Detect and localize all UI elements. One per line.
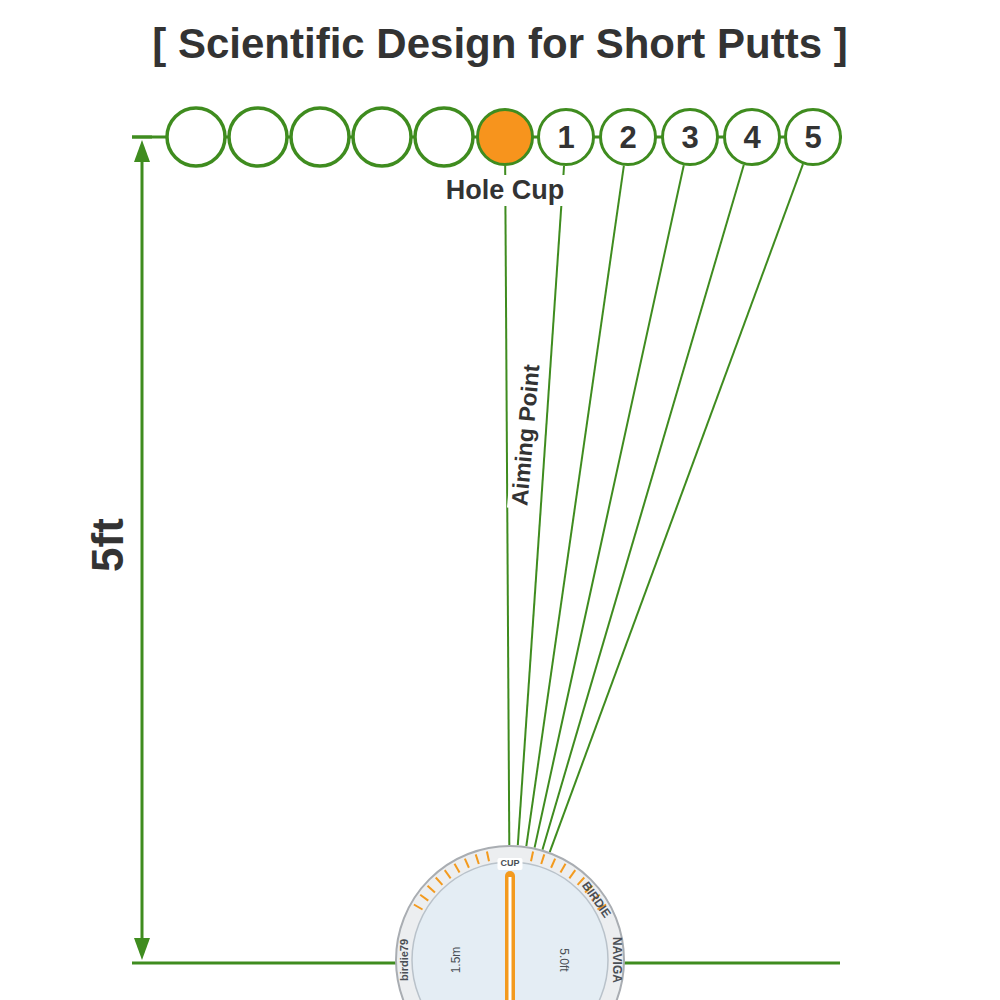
empty-ball-circle: [415, 108, 473, 166]
device-needle-stripe: [509, 877, 512, 1000]
cup-marker-text: CUP: [497, 858, 522, 870]
device-tick: [569, 870, 575, 878]
callout-number: 5: [804, 122, 821, 153]
device-tick: [436, 878, 443, 885]
device-tick: [531, 851, 533, 861]
navigator-device: CUP1.5m5.0ftBIRDIENAVIGAbirdie79: [395, 845, 625, 1000]
device-tick: [455, 864, 460, 873]
callout-number: 4: [743, 122, 760, 153]
dimension-arrowhead: [134, 140, 150, 162]
device-needle: [505, 871, 515, 1000]
title-wrap: [ Scientific Design for Short Putts ]: [0, 20, 1000, 68]
device-tick: [561, 864, 566, 873]
dimension-tick: [132, 136, 152, 139]
device-rim: [396, 846, 624, 1000]
aim-line: [550, 164, 803, 852]
device-tick: [445, 870, 451, 878]
hole-cup-circle: Hole Cup: [476, 108, 534, 166]
aiming-point-label: Aiming Point: [507, 360, 545, 509]
dimension-label: 5ft: [84, 515, 132, 575]
title: [ Scientific Design for Short Putts ]: [152, 20, 847, 67]
numbered-circle: 3: [661, 108, 719, 166]
dimension-line: [141, 150, 144, 950]
dimension-arrowhead: [134, 938, 150, 960]
logo-text: birdie79: [398, 939, 410, 981]
scale-text: 1.5m: [450, 947, 463, 974]
numbered-circle: 4: [723, 108, 781, 166]
callout-number: 3: [681, 122, 698, 153]
device-tick: [487, 851, 489, 861]
aim-line: [535, 165, 684, 847]
device-tick: [551, 859, 555, 868]
brand-text: NAVIGA: [609, 937, 622, 983]
empty-ball-circle: [291, 108, 349, 166]
numbered-circle: 5: [784, 108, 842, 166]
device-tick: [414, 905, 423, 910]
empty-ball-circle: [229, 108, 287, 166]
device-tick: [541, 854, 544, 864]
scale-text: 5.0ft: [556, 948, 569, 971]
numbered-circle: 1: [537, 108, 595, 166]
numbered-circle: 2: [599, 108, 657, 166]
callout-number: 1: [557, 122, 574, 153]
hole-cup-label: Hole Cup: [442, 175, 569, 206]
device-tick: [420, 895, 428, 901]
callout-number: 2: [619, 122, 636, 153]
empty-ball-circle: [167, 108, 225, 166]
device-tick: [476, 854, 479, 864]
device-tick: [428, 886, 435, 893]
device-tick: [465, 859, 469, 868]
aim-line: [542, 165, 743, 850]
empty-ball-circle: [353, 108, 411, 166]
